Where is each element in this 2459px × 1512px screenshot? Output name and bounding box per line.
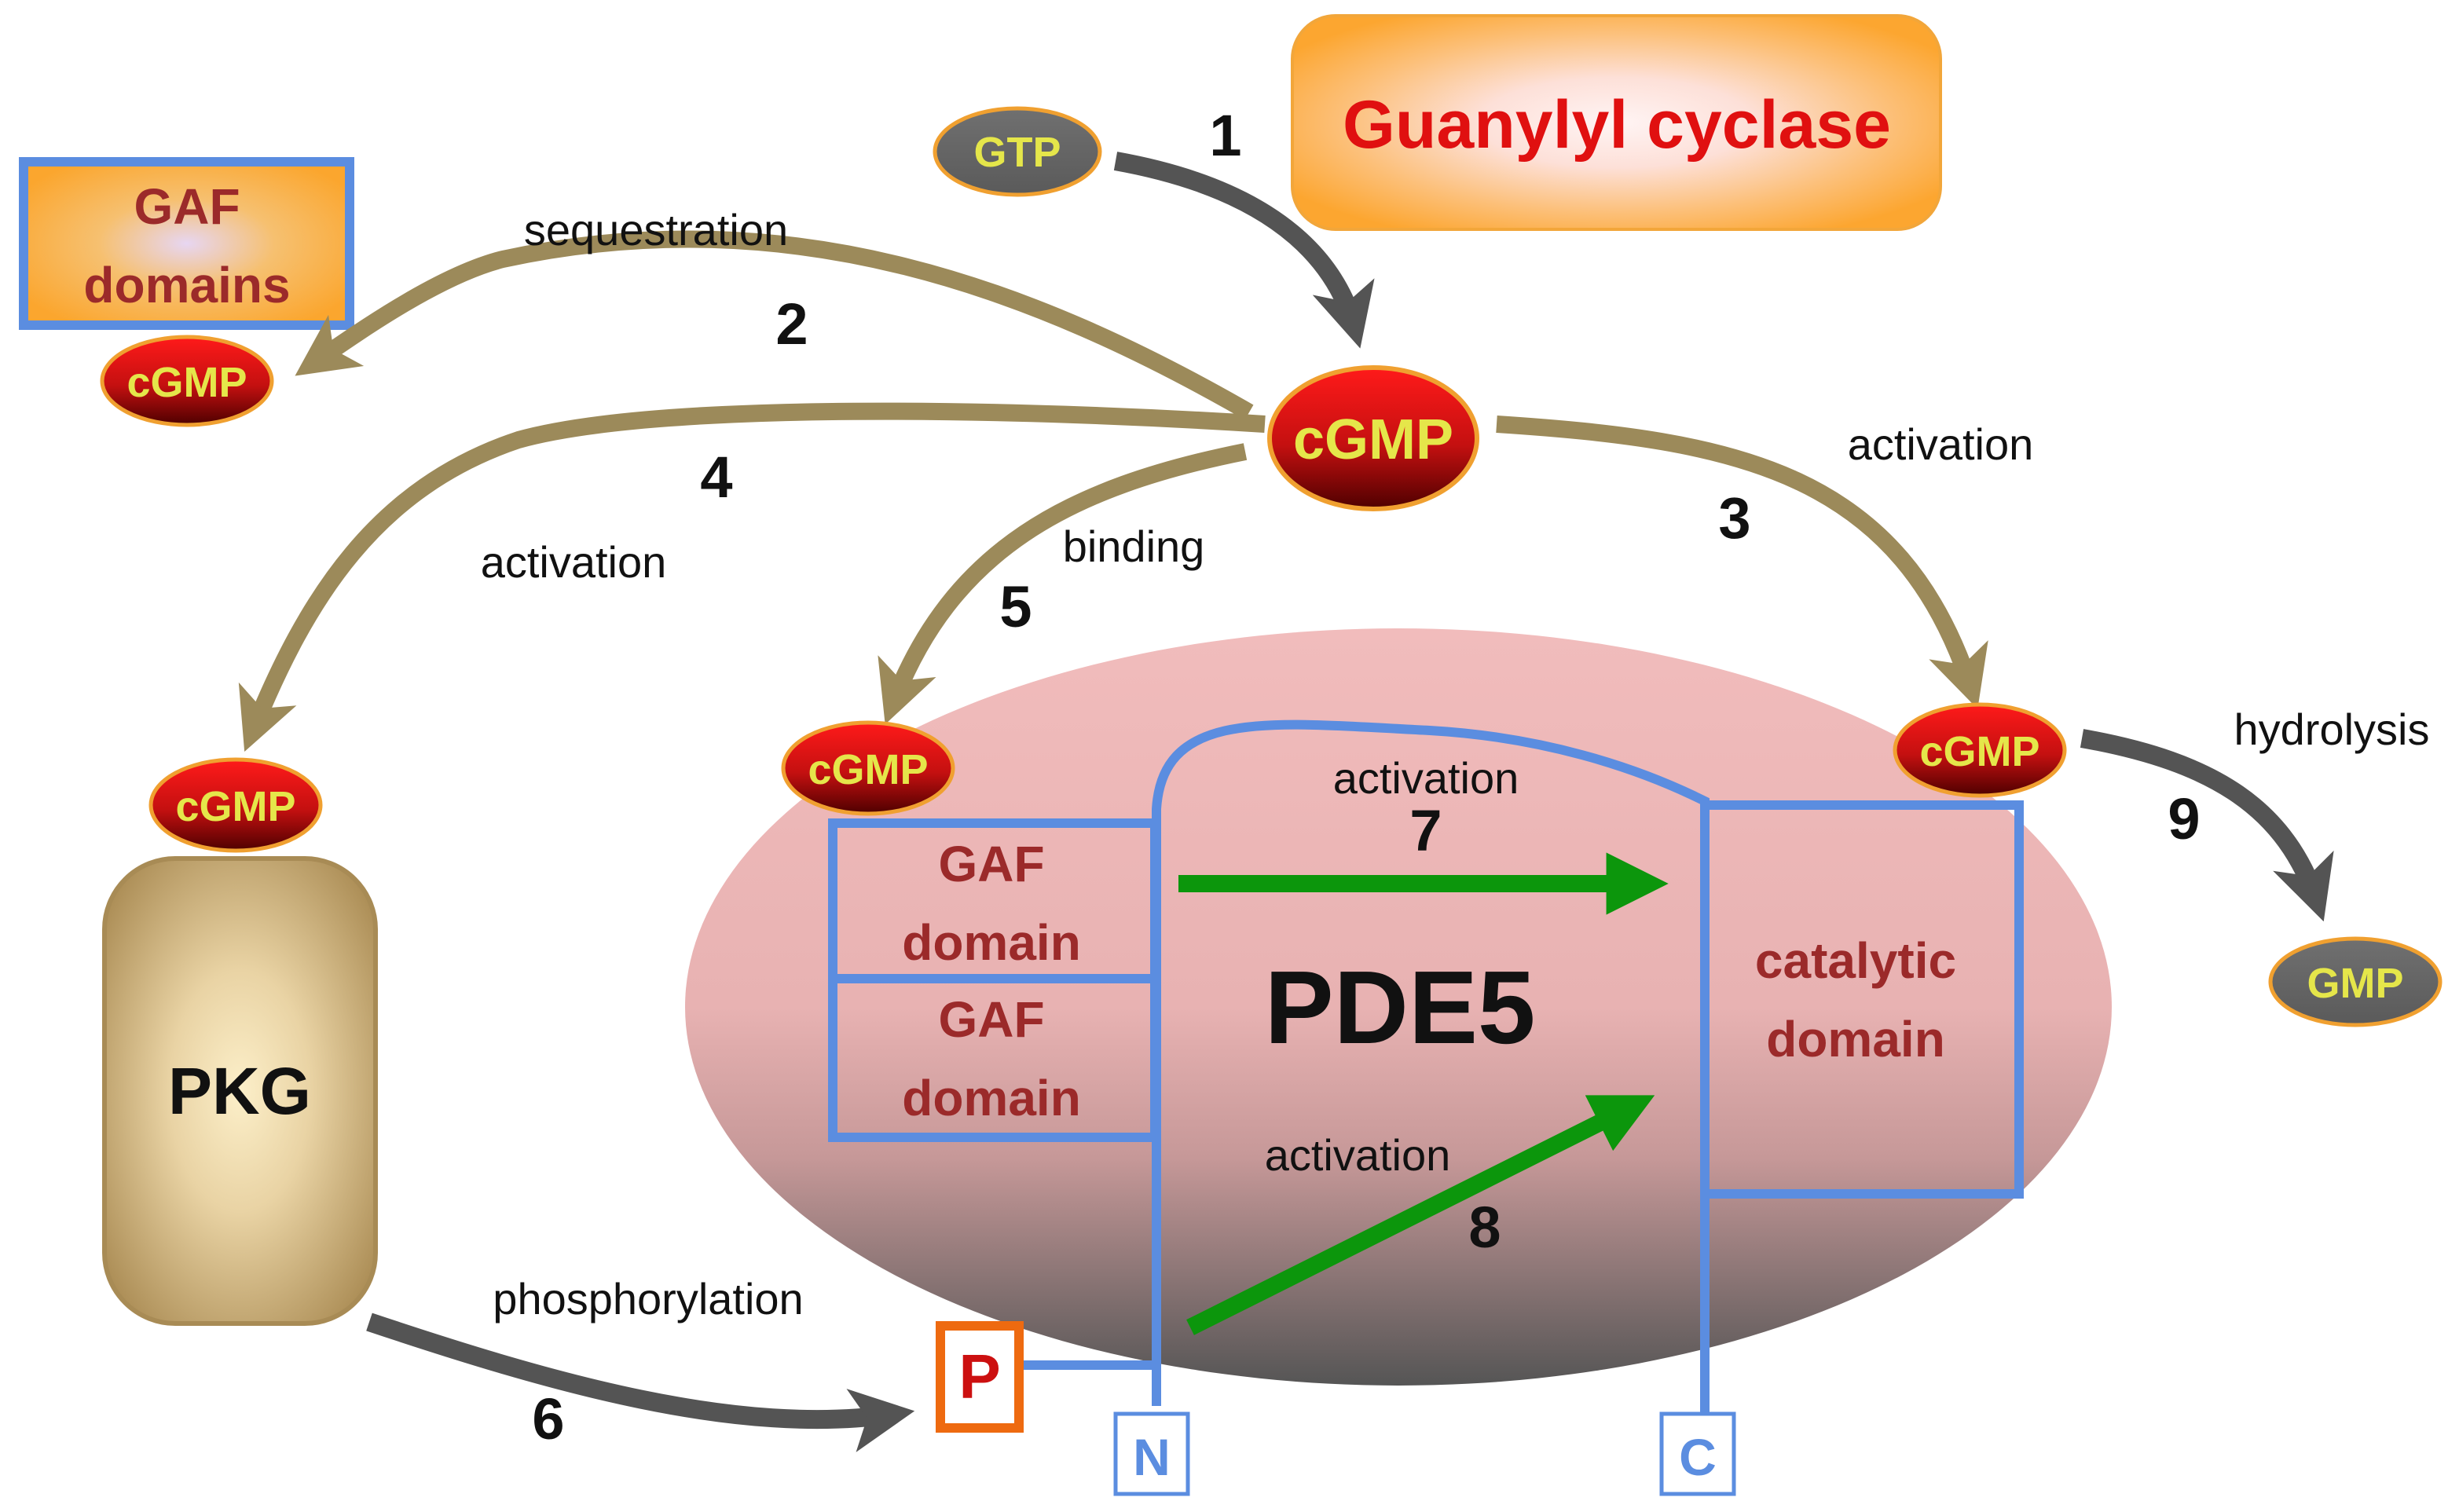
edge-number-7: 7 [1409,798,1442,863]
cgmp-catalytic-label: cGMP [1919,728,2039,775]
pde5-domain-structure [828,719,2024,1477]
arrow-6-phosphorylation [366,1312,915,1452]
cgmp-center: cGMP [1267,365,1479,511]
gmp-node: GMP [2268,936,2443,1027]
cgmp-center-label: cGMP [1293,408,1453,471]
edge-number-4: 4 [700,445,732,510]
gtp-label: GTP [973,129,1061,176]
arrow-2-sequestration [295,230,1254,420]
c-terminus: C [1659,1411,1736,1496]
gaf-domain-1-label-line1: GAF [938,836,1044,892]
edge-label-8: activation [1265,1130,1451,1180]
edge-label-7: activation [1333,753,1519,803]
guanylyl-cyclase-label: Guanylyl cyclase [1343,87,1891,163]
cgmp-catalytic: cGMP [1893,702,2067,798]
cgmp-sequestered-label: cGMP [126,359,247,406]
arrow-1 [1113,152,1375,349]
edge-label-5: binding [1063,522,1205,571]
catalytic-label-line1: catalytic [1755,932,1956,989]
pkg-label: PKG [168,1054,311,1128]
gaf-domains-box: GAF domains [19,157,354,330]
cgmp-sequestered: cGMP [100,335,274,427]
pde5-label: PDE5 [1265,950,1536,1065]
edge-label-9: hydrolysis [2234,705,2430,754]
catalytic-domain-box [1700,800,2024,1199]
edge-label-2: sequestration [524,205,788,254]
edge-label-3: activation [1848,419,2034,469]
edge-number-5: 5 [999,574,1032,639]
edge-number-1: 1 [1209,103,1241,168]
arrow-5-binding [878,443,1248,725]
gaf-domain-1-label-line2: domain [902,914,1081,971]
edge-number-8: 8 [1468,1195,1501,1260]
cgmp-gaf-bound: cGMP [781,720,955,816]
edge-number-6: 6 [532,1386,564,1452]
arrow-4-activation [238,402,1266,752]
gaf-domain-2-label-line2: domain [902,1070,1081,1126]
pkg-node: PKG [102,856,378,1326]
c-terminus-label: C [1679,1428,1717,1486]
arrow-8-activation [1186,1095,1655,1335]
n-terminus-label: N [1133,1428,1171,1486]
edge-number-3: 3 [1718,485,1750,551]
n-terminus: N [1113,1411,1190,1496]
edge-number-2: 2 [775,291,808,357]
protein-backbone [1152,719,1710,1477]
edge-label-6: phosphorylation [493,1274,803,1323]
edge-number-9: 9 [2168,786,2200,851]
gtp-node: GTP [933,106,1102,197]
gaf-domains-label-line1: GAF [134,178,240,235]
arrow-9-hydrolysis [2080,729,2334,922]
phospho-site: P [936,1321,1024,1433]
cgmp-gaf-bound-label: cGMP [808,746,928,793]
catalytic-label-line2: domain [1766,1011,1945,1067]
gaf-domain-2-label-line1: GAF [938,991,1044,1048]
guanylyl-cyclase: Guanylyl cyclase [1291,14,1942,231]
arrow-3-activation [1496,416,1988,709]
gmp-label: GMP [2307,960,2403,1007]
cgmp-pkg: cGMP [148,757,323,853]
phospho-site-label: P [958,1342,1000,1411]
gaf-domains-label-line2: domains [83,257,290,313]
edge-label-4: activation [481,537,667,587]
cgmp-pkg-label: cGMP [175,783,295,830]
